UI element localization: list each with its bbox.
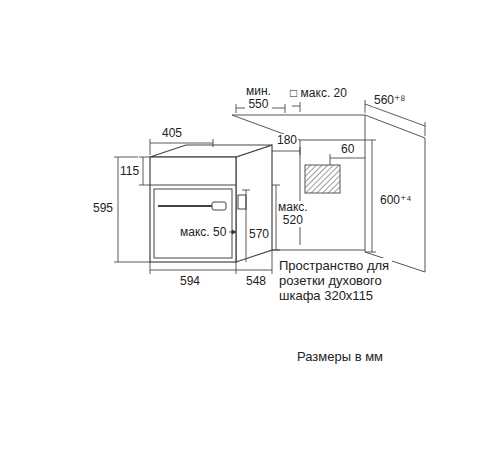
- dimension-label: 600⁺⁴: [379, 194, 413, 207]
- oven-body: [150, 145, 272, 262]
- dimension-label: 180: [276, 134, 298, 147]
- dimension-label: 595: [92, 202, 114, 215]
- dimension-label: 115: [119, 165, 140, 178]
- cabinet-niche: [232, 115, 425, 272]
- dimension-label: мин. 550: [245, 85, 272, 111]
- socket-area: [305, 165, 340, 193]
- dimension-label: □ макс. 20: [289, 87, 348, 100]
- units-caption: Размеры в мм: [296, 350, 384, 363]
- dimension-label: 560⁺⁸: [373, 94, 406, 107]
- dimension-label: 548: [245, 275, 267, 288]
- dimension-label: 405: [161, 127, 183, 140]
- dimension-label: 594: [179, 275, 201, 288]
- dimension-lines: [114, 100, 425, 274]
- dimension-label: макс. 50: [179, 226, 227, 239]
- oven-details: [150, 185, 246, 258]
- socket-note: Пространство для розетки духового шкафа …: [278, 258, 392, 303]
- dimension-label: 60: [340, 143, 355, 156]
- dimension-label: макс. 520: [277, 201, 309, 227]
- dimension-label: 570: [248, 228, 270, 241]
